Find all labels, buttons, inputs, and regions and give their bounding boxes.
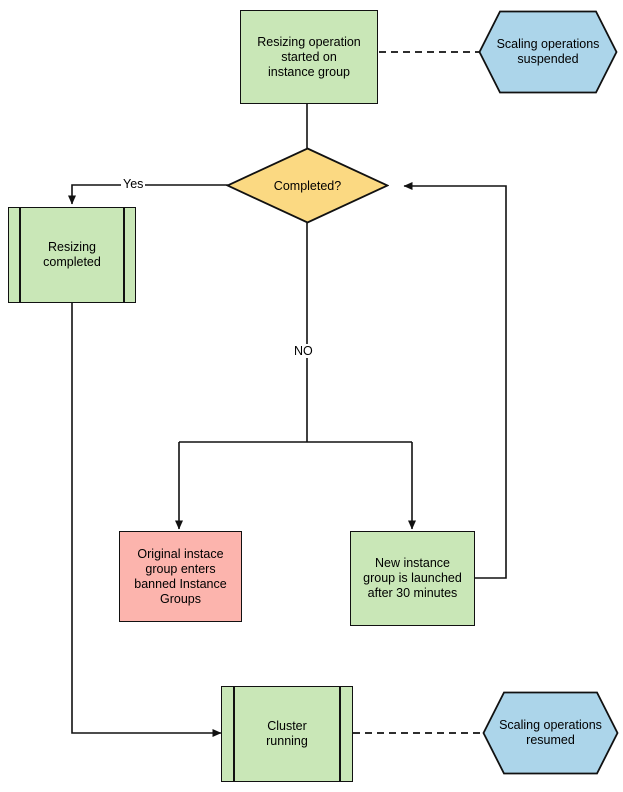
node-start-resize-label: Resizing operation started on instance g… — [257, 34, 361, 79]
node-start-resize[interactable]: Resizing operation started on instance g… — [240, 10, 378, 104]
node-completed-decision[interactable]: Completed? — [225, 147, 390, 224]
predef-right-bar — [339, 687, 341, 781]
predef-left-bar — [233, 687, 235, 781]
predef-right-bar — [123, 208, 125, 302]
node-scaling-resumed-label: Scaling operations resumed — [499, 718, 602, 747]
node-cluster-running-label: Cluster running — [266, 719, 308, 748]
node-completed-decision-label: Completed? — [273, 178, 342, 193]
node-original-banned[interactable]: Original instace group enters banned Ins… — [119, 531, 242, 622]
edge-new-group-feedback-to-decision — [403, 182, 507, 579]
node-cluster-running[interactable]: Cluster running — [221, 686, 353, 782]
node-scaling-suspended-label: Scaling operations suspended — [496, 37, 600, 66]
node-original-banned-label: Original instace group enters banned Ins… — [134, 546, 227, 606]
predef-left-bar — [19, 208, 21, 302]
node-resizing-completed-label: Resizing completed — [43, 240, 101, 269]
edge-label-yes: Yes — [121, 177, 146, 191]
edge-label-no: NO — [292, 344, 315, 358]
node-new-group-launched[interactable]: New instance group is launched after 30 … — [350, 531, 475, 626]
hexagon-shape — [482, 691, 619, 775]
node-scaling-resumed[interactable]: Scaling operations resumed — [482, 691, 619, 775]
node-scaling-suspended[interactable]: Scaling operations suspended — [478, 10, 618, 94]
hexagon-shape — [478, 10, 618, 94]
edge-resizing-completed-to-cluster — [71, 303, 222, 737]
node-new-group-launched-label: New instance group is launched after 30 … — [363, 556, 462, 600]
node-resizing-completed[interactable]: Resizing completed — [8, 207, 136, 303]
edge-decision-yes — [68, 184, 228, 205]
diamond-shape — [225, 147, 390, 224]
